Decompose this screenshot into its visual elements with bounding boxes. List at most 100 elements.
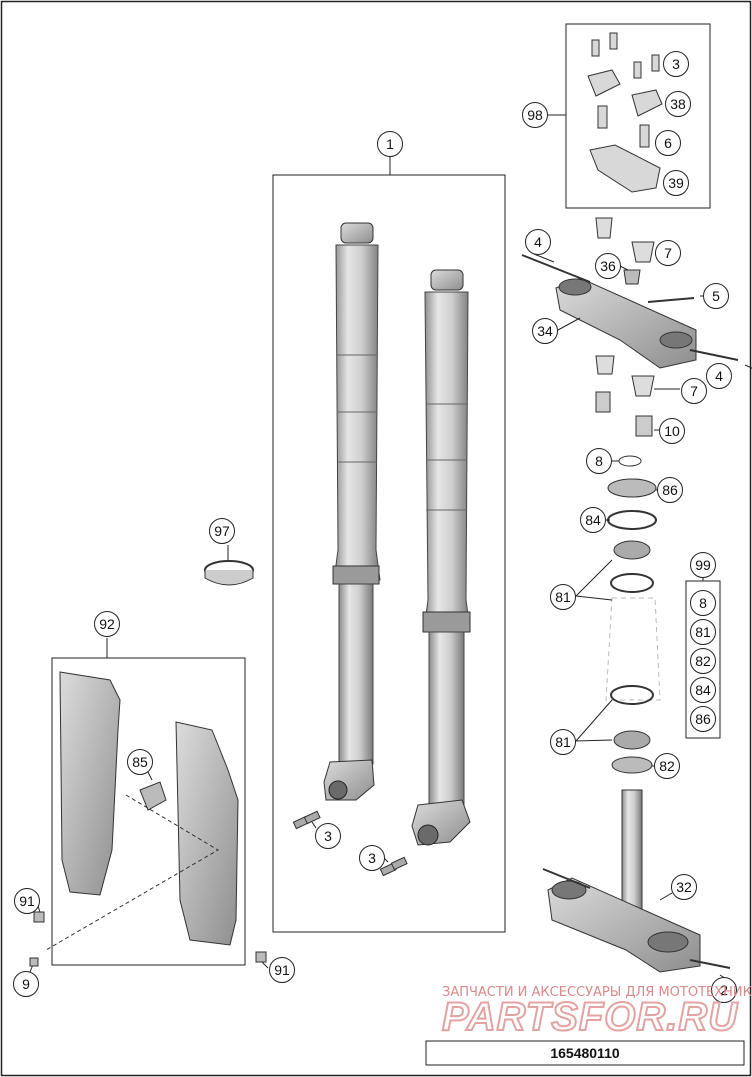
svg-text:4: 4 (715, 368, 723, 384)
callout-6: 6 (655, 130, 681, 156)
svg-text:91: 91 (274, 962, 290, 978)
callout-3-right: 3 (359, 845, 385, 871)
right-fork-seal (422, 611, 471, 633)
svg-text:91: 91 (19, 893, 35, 909)
kit-99-item-82: 82 (690, 648, 716, 674)
callout-81-top: 81 (550, 584, 576, 610)
callout-7-bottom: 7 (681, 378, 707, 404)
svg-text:82: 82 (695, 653, 711, 669)
right-fork-protector (175, 721, 239, 946)
protector-bolts (29, 911, 267, 967)
svg-text:98: 98 (527, 107, 543, 123)
svg-text:32: 32 (676, 879, 692, 895)
kit-99-group (685, 578, 721, 739)
clamp-bolts-right (379, 856, 408, 877)
callout-1: 1 (377, 131, 403, 157)
callout-2: 2 (711, 977, 737, 1003)
svg-text:38: 38 (670, 96, 686, 112)
watermark-line1: ЗАПЧАСТИ И АКСЕССУАРЫ ДЛЯ МОТОТЕХНИКИ (442, 985, 752, 1000)
document-number: 165480110 (550, 1045, 620, 1061)
callout-4-top: 4 (525, 229, 551, 255)
callout-85: 85 (127, 749, 153, 775)
svg-text:97: 97 (214, 523, 230, 539)
callout-4-bottom: 4 (706, 363, 732, 389)
steering-bearing-stack (605, 455, 661, 774)
left-fork-seal (332, 565, 380, 585)
callout-3-kit: 3 (663, 51, 689, 77)
svg-text:81: 81 (555, 589, 571, 605)
left-fork-protector (59, 671, 121, 896)
callout-84: 84 (580, 507, 606, 533)
protector-mount-lines (45, 794, 219, 951)
svg-text:36: 36 (600, 258, 616, 274)
callout-38: 38 (665, 91, 691, 117)
callout-91-left: 91 (14, 888, 40, 914)
svg-text:85: 85 (132, 754, 148, 770)
watermark: ЗАПЧАСТИ И АКСЕССУАРЫ ДЛЯ МОТОТЕХНИКИ PA… (441, 985, 752, 1040)
callout-82: 82 (654, 753, 680, 779)
svg-text:3: 3 (672, 56, 680, 72)
watermark-logo: PARTSFOR.RU (442, 995, 738, 1039)
callout-5: 5 (703, 283, 729, 309)
callout-97: 97 (209, 518, 235, 544)
svg-text:84: 84 (585, 512, 601, 528)
svg-text:3: 3 (324, 828, 332, 844)
left-axle-hole (328, 780, 348, 800)
callout-34: 34 (532, 318, 558, 344)
document-number-box: 165480110 (425, 1040, 745, 1066)
svg-text:5: 5 (712, 288, 720, 304)
svg-text:86: 86 (662, 482, 678, 498)
callout-98: 98 (522, 102, 548, 128)
svg-text:86: 86 (695, 711, 711, 727)
kit-99-item-86: 86 (690, 706, 716, 732)
handlebar-clamp-kit (548, 23, 711, 209)
kit-99-item-8: 8 (690, 590, 716, 616)
kit-99-item-84: 84 (690, 677, 716, 703)
fork-protector-group (45, 638, 246, 966)
clamp-bolts-left (292, 810, 321, 830)
callout-bubbles: 1 98 3 38 6 39 4 7 36 5 34 4 7 10 8 86 8… (13, 51, 737, 1003)
svg-text:7: 7 (664, 245, 672, 261)
left-fork-cap (340, 222, 374, 244)
callout-7-top: 7 (655, 240, 681, 266)
right-fork-cap (430, 269, 464, 291)
callout-91-right: 91 (269, 957, 295, 983)
left-fork-leg (323, 222, 381, 801)
fork-legs-group (272, 157, 506, 933)
callout-9: 9 (13, 971, 39, 997)
callout-32: 32 (671, 874, 697, 900)
svg-text:34: 34 (537, 323, 553, 339)
callout-8: 8 (586, 448, 612, 474)
right-fork-inner-tube (428, 631, 465, 808)
right-fork-leg (411, 269, 471, 846)
clamp-kit-box (565, 23, 711, 209)
kit-99-item-81: 81 (690, 619, 716, 645)
right-axle-hole (417, 824, 439, 846)
svg-text:4: 4 (534, 234, 542, 250)
locking-ring (204, 560, 254, 586)
svg-text:84: 84 (695, 682, 711, 698)
fork-group-box (272, 174, 506, 933)
svg-text:3: 3 (368, 850, 376, 866)
svg-text:81: 81 (555, 734, 571, 750)
callout-10: 10 (659, 418, 685, 444)
callout-92: 92 (94, 611, 120, 637)
callout-3-left: 3 (315, 823, 341, 849)
svg-text:81: 81 (695, 624, 711, 640)
callout-39: 39 (663, 170, 689, 196)
svg-text:82: 82 (659, 758, 675, 774)
callout-86: 86 (657, 477, 683, 503)
svg-text:99: 99 (695, 557, 711, 573)
callout-36: 36 (595, 253, 621, 279)
svg-text:7: 7 (690, 383, 698, 399)
protector-group-box (51, 657, 246, 966)
svg-text:9: 9 (22, 976, 30, 992)
svg-text:39: 39 (668, 175, 684, 191)
upper-triple-clamp (521, 217, 739, 437)
svg-text:92: 92 (99, 616, 115, 632)
lower-triple-clamp (542, 789, 731, 973)
svg-text:2: 2 (720, 982, 728, 998)
right-fork-outer-tube (423, 291, 471, 631)
